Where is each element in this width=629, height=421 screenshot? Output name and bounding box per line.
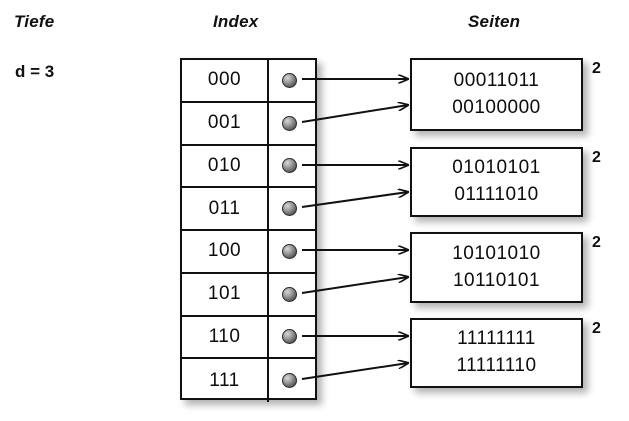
index-key: 110: [182, 316, 269, 358]
column-heading-depth: Tiefe: [14, 12, 55, 31]
pointer-dot-icon: [282, 115, 297, 131]
page-record: 11111110: [456, 355, 537, 376]
index-pointer-cell[interactable]: [269, 317, 315, 358]
page-record: 01111010: [454, 184, 539, 205]
page-record: 10101010: [452, 242, 541, 264]
index-key: 101: [182, 273, 269, 315]
index-row[interactable]: 100: [182, 231, 315, 274]
page-record: 00100000: [452, 96, 541, 118]
index-pointer-cell[interactable]: [269, 231, 315, 272]
page-box[interactable]: 10101010 10110101: [410, 232, 583, 303]
page-count-label: 2: [592, 234, 601, 251]
page-record: 10110101: [452, 269, 541, 291]
column-heading-pages: Seiten: [468, 12, 521, 31]
page-count-label: 2: [592, 149, 601, 166]
column-heading-index: Index: [213, 12, 259, 31]
pointer-dot-icon: [282, 329, 297, 345]
page-record: 11111111: [457, 328, 536, 350]
page-box[interactable]: 11111111 11111110: [410, 318, 583, 388]
page-record: 01010101: [452, 157, 541, 179]
index-pointer-cell[interactable]: [269, 274, 315, 315]
page-box[interactable]: 00011011 00100000: [410, 58, 583, 131]
index-pointer-cell[interactable]: [269, 103, 315, 144]
pointer-dot-icon: [282, 286, 297, 302]
index-key: 100: [182, 231, 269, 272]
page-box[interactable]: 01010101 01111010: [410, 147, 583, 217]
index-key: 111: [182, 359, 269, 402]
pointer-dot-icon: [282, 201, 297, 217]
pointer-dot-icon: [282, 373, 297, 389]
index-key: 011: [182, 188, 269, 229]
index-directory-table: 000 001 010 011 100: [180, 58, 317, 402]
index-key: 001: [182, 102, 269, 144]
index-row[interactable]: 001: [182, 102, 315, 146]
index-key: 010: [182, 145, 269, 187]
index-pointer-cell[interactable]: [269, 188, 315, 229]
index-key: 000: [182, 60, 269, 101]
index-row[interactable]: 011: [182, 188, 315, 231]
pointer-dot-icon: [282, 158, 297, 174]
page-count-label: 2: [592, 60, 601, 77]
index-pointer-cell[interactable]: [269, 146, 315, 187]
index-row[interactable]: 010: [182, 145, 315, 189]
index-row[interactable]: 000: [182, 60, 315, 103]
pointer-dot-icon: [282, 243, 297, 259]
pointer-dot-icon: [282, 72, 297, 88]
page-record: 00011011: [453, 69, 540, 91]
index-row[interactable]: 101: [182, 273, 315, 317]
index-row[interactable]: 110: [182, 316, 315, 360]
index-row[interactable]: 111: [182, 359, 315, 402]
page-count-label: 2: [592, 320, 601, 337]
depth-value-label: d = 3: [15, 62, 55, 81]
index-pointer-cell[interactable]: [269, 60, 315, 101]
index-pointer-cell[interactable]: [269, 359, 315, 402]
